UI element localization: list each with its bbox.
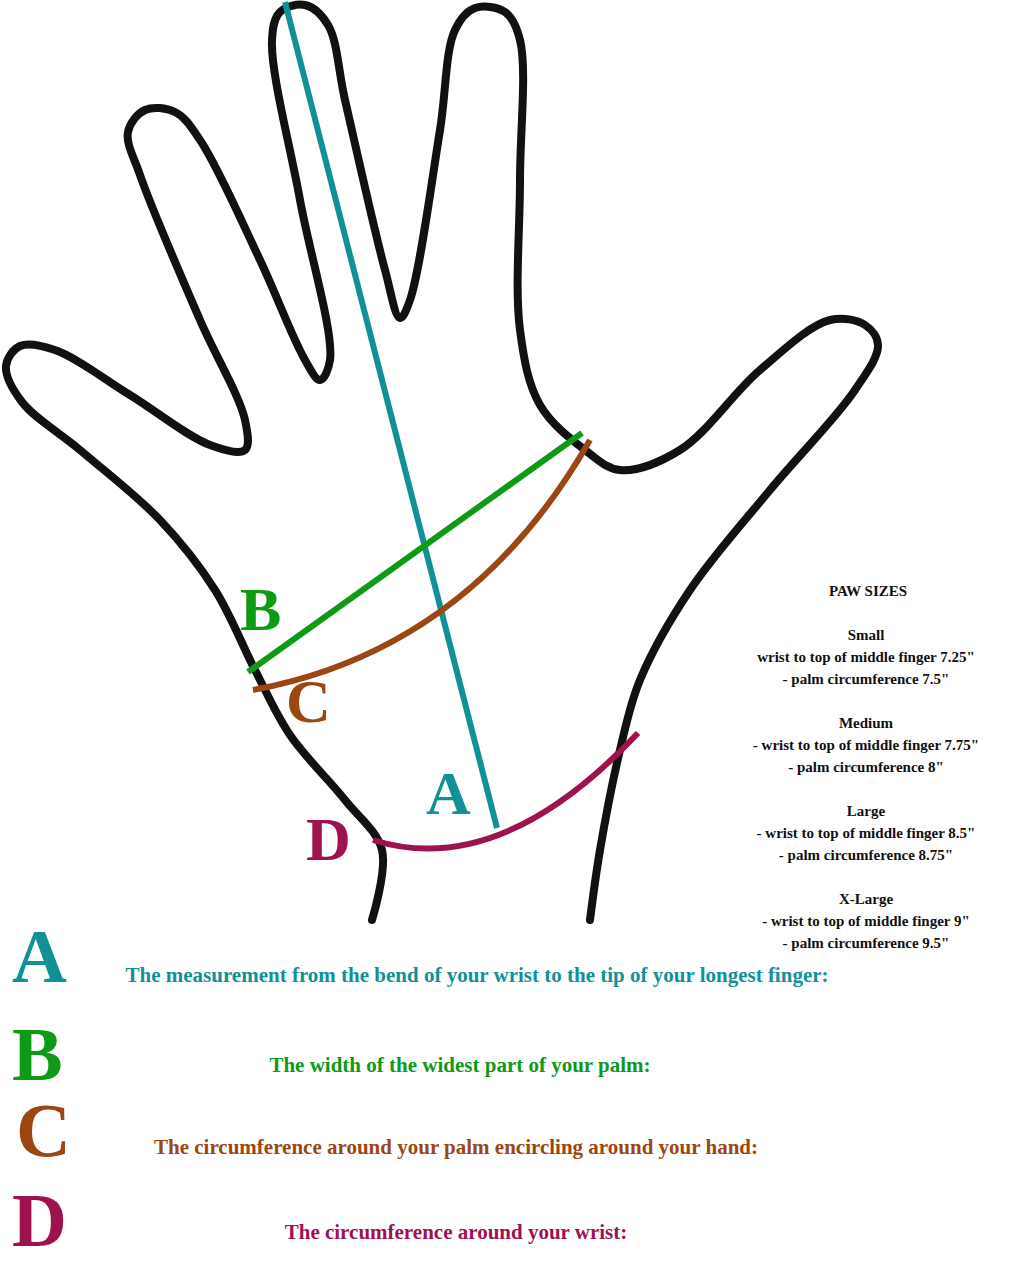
key-text: The width of the widest part of your pal… xyxy=(80,1045,840,1085)
callout-letter: D xyxy=(306,808,351,870)
key-text: The circumference around your wrist: xyxy=(76,1212,836,1252)
size-value: - palm circumference 8" xyxy=(788,759,944,776)
size-value: - palm circumference 8.75" xyxy=(779,847,953,864)
key-text: The measurement from the bend of your wr… xyxy=(82,955,872,995)
size-name: Medium xyxy=(839,715,893,732)
size-name: Small xyxy=(848,627,885,644)
key-letter: B xyxy=(12,1016,63,1092)
callout-letter: C xyxy=(286,670,331,732)
hand-outline xyxy=(6,5,878,920)
size-value: - palm circumference 9.5" xyxy=(783,935,950,952)
palm-circumference-line xyxy=(253,440,590,690)
key-letter: C xyxy=(16,1092,71,1168)
size-value: - wrist to top of middle finger 9" xyxy=(762,913,970,930)
size-value: - palm circumference 7.5" xyxy=(783,671,950,688)
size-value: wrist to top of middle finger 7.25" xyxy=(757,649,975,666)
size-value: - wrist to top of middle finger 7.75" xyxy=(753,737,979,754)
size-heading: PAW SIZES xyxy=(829,583,907,600)
key-letter: D xyxy=(12,1182,67,1258)
width-line xyxy=(248,433,582,672)
callout-letter: B xyxy=(240,578,281,640)
callout-letter: A xyxy=(426,762,471,824)
size-name: Large xyxy=(847,803,885,820)
key-text: The circumference around your palm encir… xyxy=(76,1127,836,1167)
key-letter: A xyxy=(12,918,67,994)
size-value: - wrist to top of middle finger 8.5" xyxy=(757,825,976,842)
length-line xyxy=(285,2,497,828)
size-name: X-Large xyxy=(839,891,893,908)
wrist-circumference-line xyxy=(373,733,638,849)
